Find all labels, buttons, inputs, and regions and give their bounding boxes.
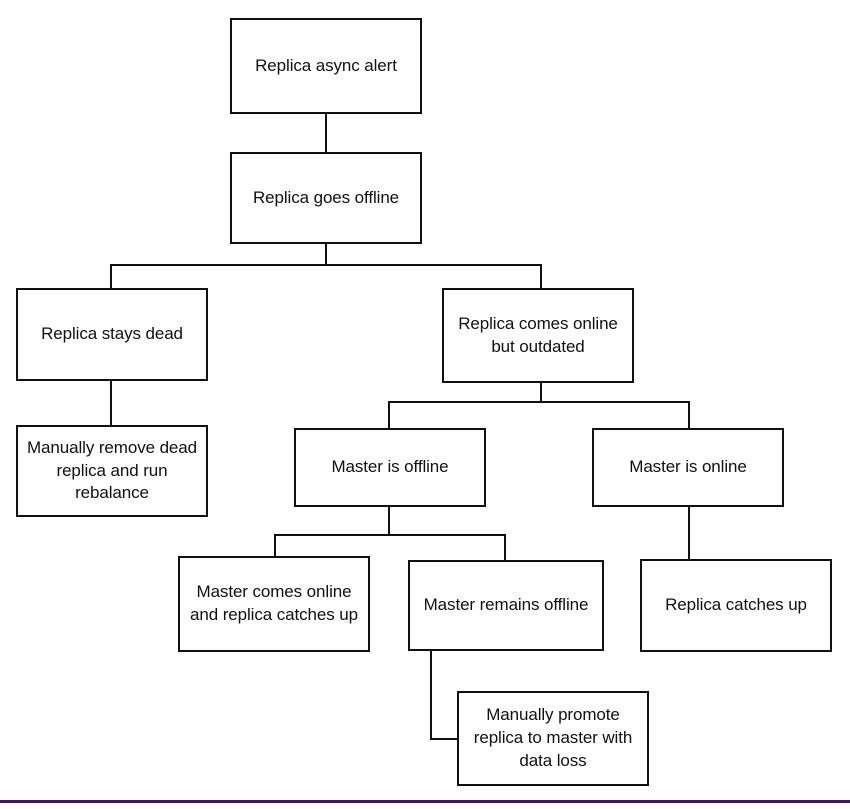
node-label: Master is online [629,457,747,477]
node-label: Manually remove dead replica and run reb… [27,437,197,503]
edge-comes-online-stem [540,383,542,403]
edge-master-offline-stem [388,507,390,535]
edge-master-online-to-replica-catches-up [688,507,690,559]
edge-branch-to-master-offline [388,401,390,428]
node-replica-async-alert[interactable]: Replica async alert [230,18,422,114]
node-manually-promote-replica[interactable]: Manually promote replica to master with … [457,691,649,786]
node-label: Replica stays dead [41,324,183,344]
node-master-is-online[interactable]: Master is online [592,428,784,507]
node-replica-goes-offline[interactable]: Replica goes offline [230,152,422,244]
edge-branch-to-master-online [688,401,690,428]
edge-branch-to-master-remains-offline [504,534,506,560]
edge-branch-to-replica-comes-online [540,264,542,288]
edge-branch-to-replica-stays-dead [110,264,112,288]
edge-stays-dead-to-manually-remove [110,381,112,425]
node-label: Replica goes offline [252,187,400,207]
node-label: Master remains offline [423,595,589,615]
edge-goes-offline-branch-bar [110,264,542,266]
node-label: Replica comes online but outdated [458,313,618,356]
node-master-is-offline[interactable]: Master is offline [294,428,486,507]
footer-accent-rule [0,800,850,803]
node-label: Master is offline [331,457,449,477]
node-label: Replica catches up [665,595,807,615]
node-label: Master comes online and replica catches … [190,582,358,624]
edge-alert-to-goes-offline [325,114,327,152]
node-replica-comes-online-but-outdated[interactable]: Replica comes online but outdated [442,288,634,383]
edge-branch-to-master-comes-online [274,534,276,556]
edge-remains-offline-drop [430,651,432,740]
node-label: Replica async alert [255,55,397,75]
edge-goes-offline-stem [325,244,327,266]
edge-comes-online-branch-bar [388,401,690,403]
node-master-comes-online-replica-catches-up[interactable]: Master comes online and replica catches … [178,556,370,652]
edge-remains-offline-to-manually-promote [430,738,459,740]
node-manually-remove-dead-replica[interactable]: Manually remove dead replica and run reb… [16,425,208,517]
node-replica-stays-dead[interactable]: Replica stays dead [16,288,208,381]
node-replica-catches-up[interactable]: Replica catches up [640,559,832,652]
edge-master-offline-branch-bar [274,534,506,536]
node-master-remains-offline[interactable]: Master remains offline [408,560,604,651]
node-label: Manually promote replica to master with … [473,705,633,770]
